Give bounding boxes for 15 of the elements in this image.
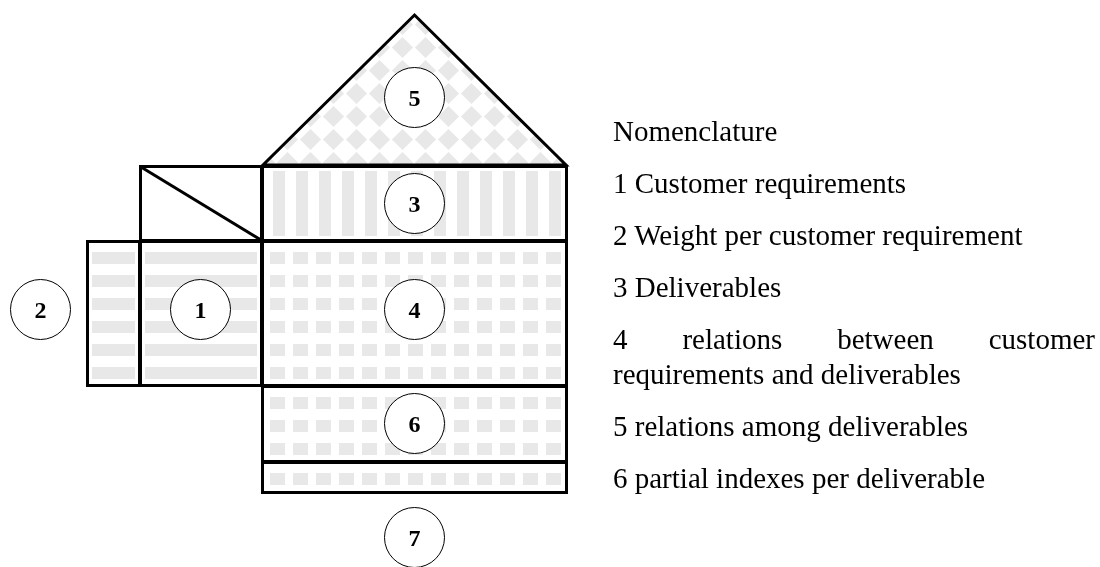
deliverables-box [261,165,568,242]
legend-entry: 6 partial indexes per deliverable [613,461,986,496]
corner-box [139,165,263,242]
relations-box [261,240,568,387]
requirements-box [139,240,263,387]
legend-heading: Nomenclature [613,114,779,149]
roof-triangle [262,13,567,166]
indexes-box [261,385,568,463]
legend-entry: 4 relations between customer requirements and deliverables [613,322,1095,392]
weight-column [86,240,141,387]
legend-entry: 1 Customer requirements [613,166,908,201]
legend-entry: 2 Weight per customer requirement [613,218,1024,253]
legend-entry: 5 relations among deliverables [613,409,970,444]
legend-entry: 3 Deliverables [613,270,783,305]
bottom-strip [261,461,568,494]
